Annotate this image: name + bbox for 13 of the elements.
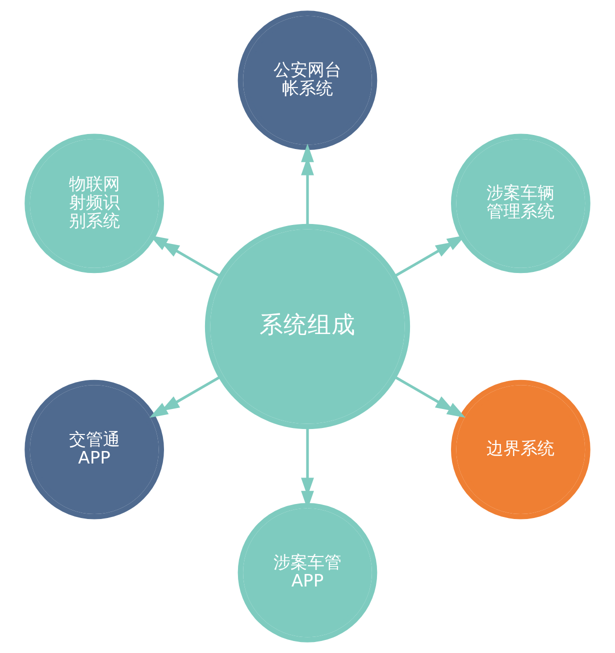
arrow (149, 375, 222, 418)
node-circle: 物联网射频识别系统 (24, 134, 164, 274)
node-circle: 涉案车辆管理系统 (450, 134, 590, 274)
arrow (394, 375, 466, 418)
arrow (149, 235, 222, 278)
node-circle: 涉案车管 APP (238, 502, 378, 642)
arrow (394, 235, 466, 278)
arrow (301, 144, 314, 226)
arrow (301, 426, 314, 510)
node-circle: 交管通 APP (24, 380, 164, 520)
node-circle: 边界系统 (450, 380, 590, 520)
node-circle: 系统组成 (204, 224, 410, 430)
node-circle: 公安网台帐系统 (238, 10, 378, 150)
